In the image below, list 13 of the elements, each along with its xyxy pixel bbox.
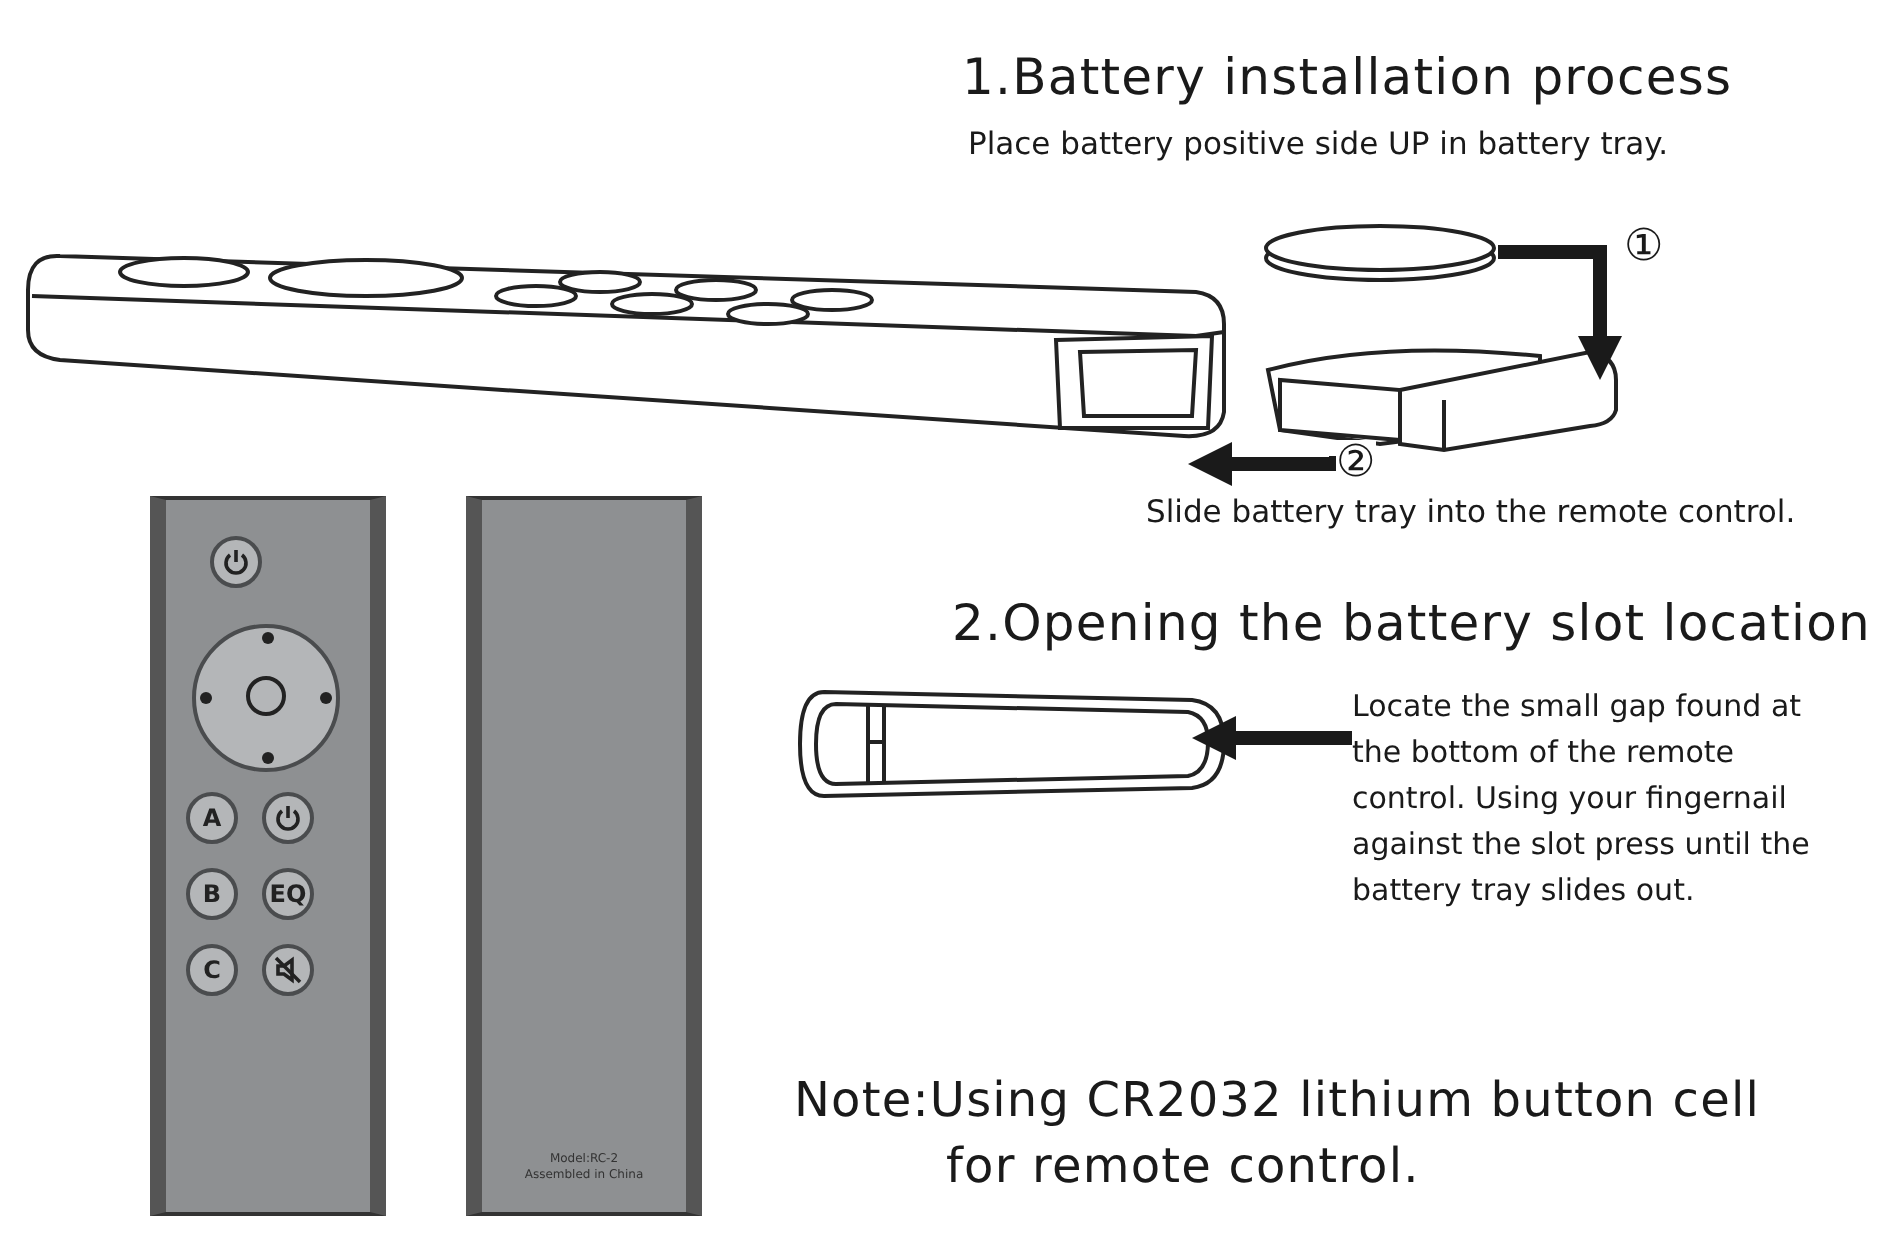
remote-button: C (186, 944, 238, 996)
section-heading: 2.Opening the battery slot location (952, 592, 1871, 656)
remote-button: A (186, 792, 238, 844)
remote-button: B (186, 868, 238, 920)
coin-battery (1262, 220, 1498, 284)
note-text: Note:Using CR2032 lithium button cell for remote control. (794, 1070, 1762, 1198)
remote-button: EQ (262, 868, 314, 920)
instruction-text: Place battery positive side UP in battery tray. (968, 124, 1669, 166)
instruction-text: Slide battery tray into the remote control. (1146, 492, 1796, 534)
arrow (1192, 716, 1352, 760)
arrow (1498, 245, 1622, 380)
section-heading: 1.Battery installation process (962, 46, 1733, 110)
instruction-text: Locate the small gap found at the bottom of the remote control. Using your fingernail against the slot press until the battery tray slides out. (1352, 686, 1812, 912)
